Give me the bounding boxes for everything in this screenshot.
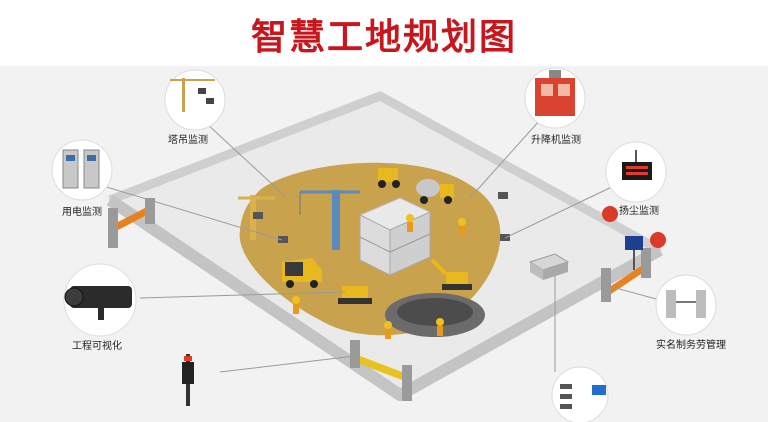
worker-icon xyxy=(292,296,300,314)
label-lift: 升降机监测 xyxy=(531,135,581,146)
label-realname: 实名制务劳管理 xyxy=(656,340,726,351)
site-camera-icon xyxy=(253,212,263,219)
site-camera-icon xyxy=(498,192,508,199)
label-power: 用电监测 xyxy=(62,207,102,218)
gate-post xyxy=(108,208,118,248)
label-tower-crane: 塔吊监测 xyxy=(168,135,208,146)
monitoring-station-icon xyxy=(551,366,609,422)
gate-post xyxy=(601,268,611,302)
lift-monitor-icon xyxy=(524,67,586,129)
camera-visual-icon xyxy=(63,263,137,337)
gate-barrier xyxy=(360,356,402,380)
bulldozer-icon xyxy=(338,286,372,304)
site-camera-icon xyxy=(278,236,288,243)
gate-barrier xyxy=(611,266,641,294)
gate-barrier xyxy=(118,208,145,230)
tower-crane-monitor-icon xyxy=(164,69,226,131)
excavation-pit-inner xyxy=(397,298,473,326)
gate-post xyxy=(641,248,651,278)
worker-icon xyxy=(384,321,392,339)
gate-camera-pole-icon xyxy=(182,354,194,406)
diagram-title: 智慧工地规划图 xyxy=(250,16,517,58)
label-visual: 工程可视化 xyxy=(72,341,122,352)
connector-lines xyxy=(99,119,661,373)
gate-post xyxy=(145,198,155,224)
loader-icon xyxy=(378,168,400,188)
tower-crane-icon xyxy=(299,190,360,250)
excavator-icon xyxy=(430,258,472,290)
worker-icon xyxy=(436,318,444,336)
label-dust: 扬尘监测 xyxy=(619,206,659,217)
turnstile-icon xyxy=(655,274,717,336)
worker-icon xyxy=(458,218,466,236)
server-rack-icon xyxy=(528,253,570,280)
mixer-truck-icon xyxy=(416,179,454,204)
dust-monitor-icon xyxy=(605,141,667,203)
building-frame-icon xyxy=(358,197,432,276)
power-monitor-icon xyxy=(51,139,113,201)
barrier-panel-icon xyxy=(602,206,666,270)
worker-icon xyxy=(406,214,414,232)
dump-truck-icon xyxy=(282,258,322,288)
gate-post xyxy=(402,365,412,401)
gate-post xyxy=(350,340,360,368)
